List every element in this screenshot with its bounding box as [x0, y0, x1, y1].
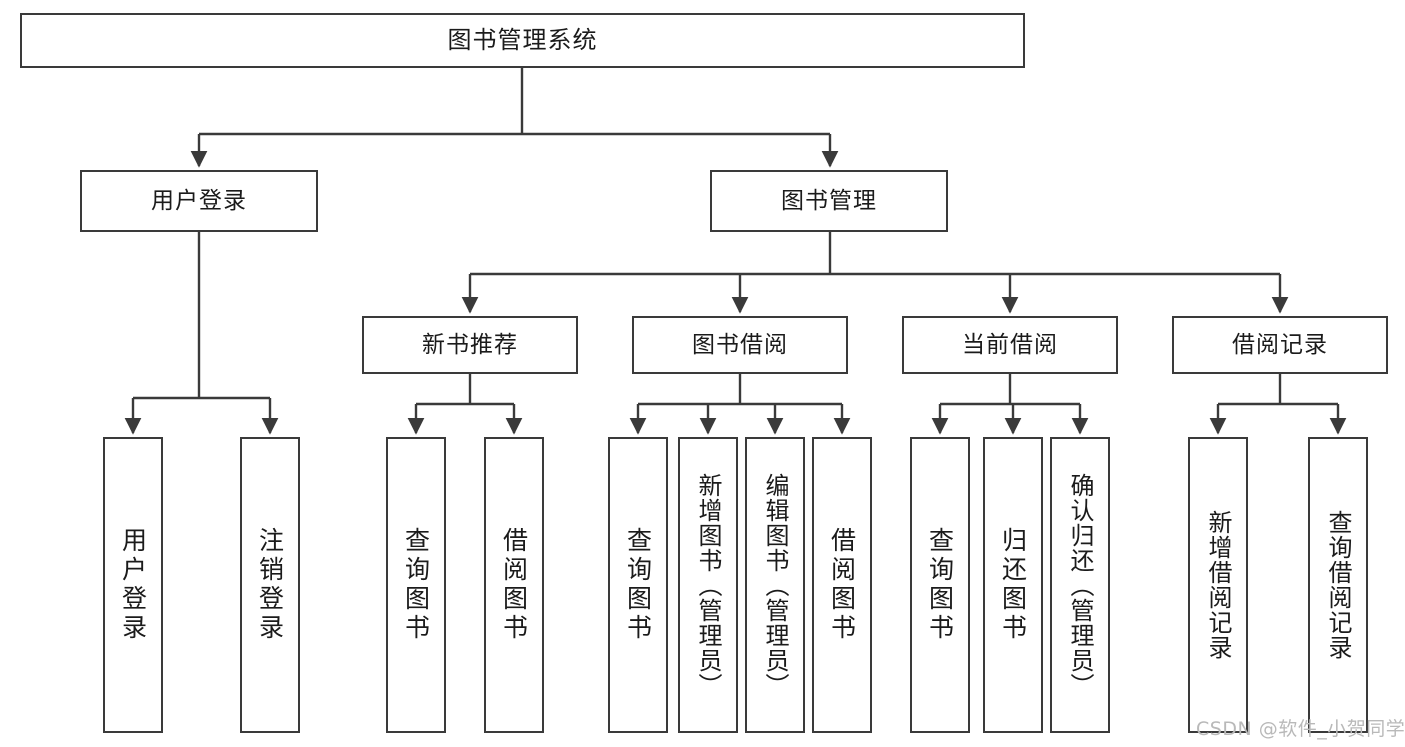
- leaf-borrow-query-book[interactable]: 查询图书: [608, 437, 668, 733]
- node-new-book-recommend-label: 新书推荐: [422, 331, 518, 358]
- node-root-label: 图书管理系统: [447, 25, 598, 54]
- node-book-management-label: 图书管理: [781, 187, 877, 214]
- node-root[interactable]: 图书管理系统: [20, 13, 1025, 68]
- leaf-newbook-query-book[interactable]: 查询图书: [386, 437, 446, 733]
- leaf-record-query-record-label: 查询借阅记录: [1324, 510, 1352, 660]
- leaf-borrow-add-book-admin-label: 新增图书（管理员）: [694, 472, 722, 698]
- leaf-record-add-record-label: 新增借阅记录: [1204, 510, 1232, 660]
- csdn-watermark: CSDN @软件_小贺同学: [1196, 718, 1405, 740]
- leaf-borrow-lend-book[interactable]: 借阅图书: [812, 437, 872, 733]
- node-book-management[interactable]: 图书管理: [710, 170, 948, 232]
- leaf-current-query-book-label: 查询图书: [925, 527, 955, 643]
- leaf-borrow-add-book-admin[interactable]: 新增图书（管理员）: [678, 437, 738, 733]
- leaf-borrow-lend-book-label: 借阅图书: [827, 527, 857, 643]
- leaf-record-query-record[interactable]: 查询借阅记录: [1308, 437, 1368, 733]
- node-borrow-record[interactable]: 借阅记录: [1172, 316, 1388, 374]
- node-new-book-recommend[interactable]: 新书推荐: [362, 316, 578, 374]
- leaf-borrow-edit-book-admin[interactable]: 编辑图书（管理员）: [745, 437, 805, 733]
- leaf-user-login[interactable]: 用户登录: [103, 437, 163, 733]
- leaf-newbook-borrow-book-label: 借阅图书: [499, 527, 529, 643]
- node-book-borrow[interactable]: 图书借阅: [632, 316, 848, 374]
- node-user-login-label: 用户登录: [151, 187, 247, 214]
- leaf-current-return-book[interactable]: 归还图书: [983, 437, 1043, 733]
- leaf-record-add-record[interactable]: 新增借阅记录: [1188, 437, 1248, 733]
- leaf-current-confirm-return-admin[interactable]: 确认归还（管理员）: [1050, 437, 1110, 733]
- node-current-borrow[interactable]: 当前借阅: [902, 316, 1118, 374]
- node-book-borrow-label: 图书借阅: [692, 331, 788, 358]
- leaf-user-login-label: 用户登录: [118, 527, 148, 643]
- leaf-borrow-edit-book-admin-label: 编辑图书（管理员）: [761, 472, 789, 698]
- node-borrow-record-label: 借阅记录: [1232, 331, 1328, 358]
- node-user-login[interactable]: 用户登录: [80, 170, 318, 232]
- leaf-current-confirm-return-admin-label: 确认归还（管理员）: [1066, 472, 1094, 698]
- leaf-user-logout[interactable]: 注销登录: [240, 437, 300, 733]
- leaf-newbook-query-book-label: 查询图书: [401, 527, 431, 643]
- leaf-current-return-book-label: 归还图书: [998, 527, 1028, 643]
- leaf-user-logout-label: 注销登录: [255, 527, 285, 643]
- leaf-current-query-book[interactable]: 查询图书: [910, 437, 970, 733]
- leaf-newbook-borrow-book[interactable]: 借阅图书: [484, 437, 544, 733]
- leaf-borrow-query-book-label: 查询图书: [623, 527, 653, 643]
- node-current-borrow-label: 当前借阅: [962, 331, 1058, 358]
